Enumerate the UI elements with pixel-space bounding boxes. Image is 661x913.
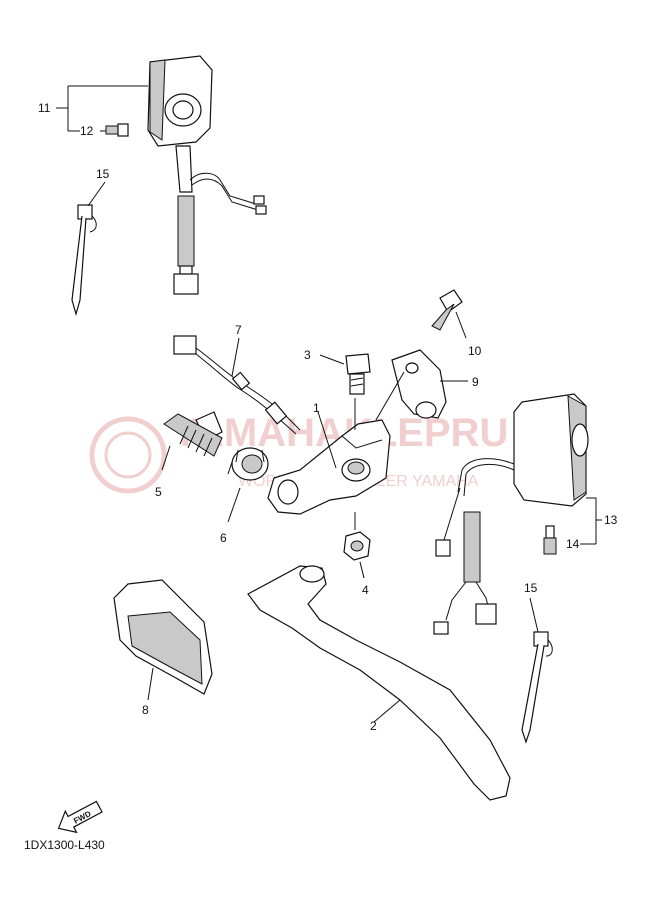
part-14-screw (543, 525, 557, 555)
leader-lines (56, 85, 602, 723)
callout-6: 6 (220, 531, 227, 545)
part-10-bolt (431, 289, 463, 331)
part-15-cable-tie-left (71, 204, 97, 317)
callout-13: 13 (604, 513, 618, 527)
callout-5: 5 (155, 485, 162, 499)
part-1-lever-holder (267, 419, 391, 515)
callout-labels: 11 12 15 7 3 10 9 1 5 13 6 14 4 15 8 2 (38, 101, 618, 733)
part-12-screw (105, 123, 129, 137)
part-15-cable-tie-right (521, 631, 553, 744)
callout-8: 8 (142, 703, 149, 717)
callout-15-right: 15 (524, 581, 538, 595)
part-2-clutch-lever (247, 565, 511, 801)
callout-11: 11 (38, 101, 51, 115)
callout-3: 3 (304, 348, 311, 362)
callout-14: 14 (566, 537, 580, 551)
callout-7: 7 (235, 323, 242, 337)
part-5-adjuster (163, 413, 223, 457)
callout-9: 9 (472, 375, 479, 389)
part-6-ring (227, 447, 269, 481)
part-13-right-switch (433, 393, 589, 635)
callout-4: 4 (362, 583, 369, 597)
part-4-nut (343, 531, 371, 561)
callout-1: 1 (313, 401, 320, 415)
fwd-arrow: FWD (57, 800, 103, 834)
callout-2: 2 (370, 719, 377, 733)
part-11-left-switch (147, 55, 267, 295)
diagram-code: 1DX1300-L430 (24, 838, 105, 852)
part-9-clamp (391, 349, 447, 419)
part-8-cover (113, 579, 213, 695)
part-3-pivot-bolt (345, 353, 371, 395)
callout-10: 10 (468, 344, 482, 358)
callout-12: 12 (80, 124, 94, 138)
callout-15-left: 15 (96, 167, 110, 181)
